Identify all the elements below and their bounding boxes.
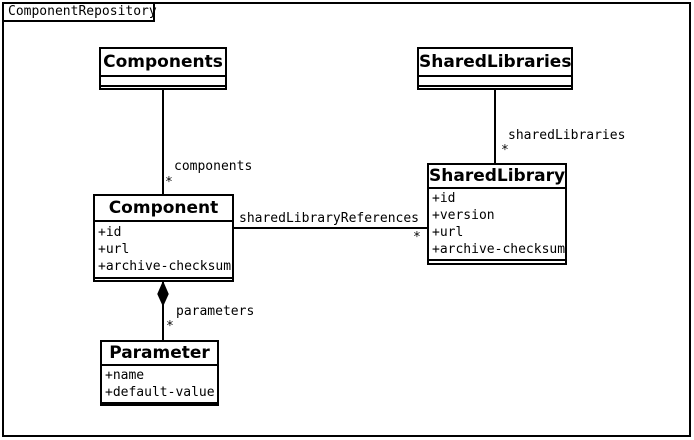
class-operations-empty — [429, 259, 565, 263]
attribute: +archive-checksum — [432, 242, 566, 257]
multiplicity-parameters: * — [166, 319, 174, 334]
edge-components-association — [162, 90, 164, 194]
edge-sharedlibraryreferences-association — [234, 227, 427, 229]
class-parameter: Parameter +name +default-value — [100, 340, 219, 406]
attribute: +id — [432, 191, 456, 206]
class-sharedlibrary: SharedLibrary +id +version +url +archive… — [427, 163, 567, 265]
class-components: Components — [99, 47, 227, 90]
class-attributes: +id +version +url +archive-checksum — [429, 187, 565, 259]
attribute: +default-value — [105, 385, 215, 400]
attribute: +version — [432, 208, 495, 223]
class-title: Parameter — [109, 343, 210, 363]
class-operations-empty — [95, 277, 232, 280]
frame-label: ComponentRepository — [8, 4, 157, 19]
class-sharedlibraries: SharedLibraries — [417, 47, 573, 90]
composition-diamond-icon — [157, 282, 169, 306]
class-title: Component — [108, 198, 219, 218]
attribute: +name — [105, 368, 145, 383]
multiplicity-sharedlibraries: * — [501, 143, 509, 158]
attribute: +url — [98, 242, 130, 257]
multiplicity-components: * — [165, 175, 173, 190]
class-attributes-empty — [101, 75, 225, 85]
frame-label-tab: ComponentRepository — [2, 2, 157, 22]
edge-sharedlibraries-association — [494, 90, 496, 163]
class-title: Components — [103, 52, 223, 72]
class-title: SharedLibrary — [429, 166, 566, 186]
class-attributes: +name +default-value — [102, 364, 217, 402]
edge-label-sharedlibraryreferences: sharedLibraryReferences — [239, 211, 420, 226]
multiplicity-sharedlibraryreferences: * — [413, 230, 421, 245]
attribute: +archive-checksum — [98, 259, 232, 274]
class-operations-empty — [101, 85, 225, 88]
class-operations-empty — [102, 402, 217, 404]
edge-parameters-association — [162, 282, 164, 340]
class-attributes-empty — [419, 75, 571, 85]
attribute: +id — [98, 225, 122, 240]
class-title: SharedLibraries — [419, 52, 572, 72]
class-operations-empty — [419, 85, 571, 88]
edge-label-parameters: parameters — [176, 304, 255, 319]
attribute: +url — [432, 225, 464, 240]
edge-label-components: components — [174, 159, 253, 174]
edge-label-sharedlibraries: sharedLibraries — [508, 128, 626, 143]
class-attributes: +id +url +archive-checksum — [95, 220, 232, 277]
class-component: Component +id +url +archive-checksum — [93, 194, 234, 282]
